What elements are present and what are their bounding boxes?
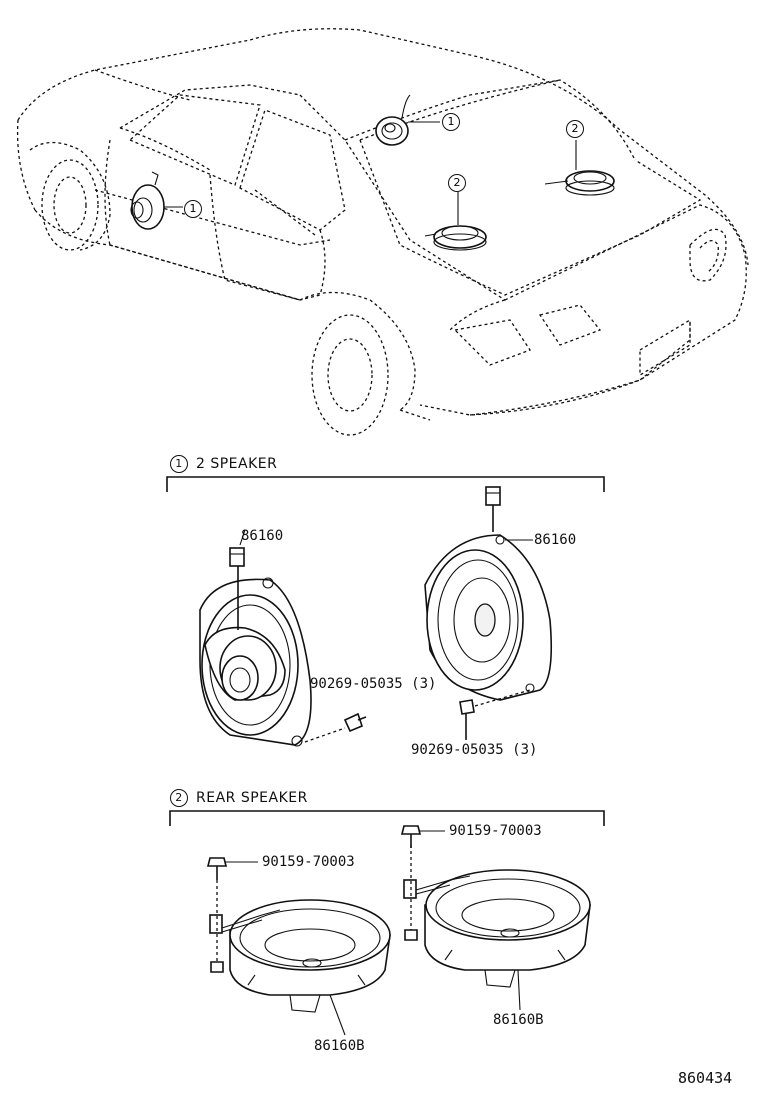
part-label-front-left-speaker: 86160 (241, 528, 284, 544)
section-1-title: 1 2 SPEAKER (170, 455, 277, 473)
car-illustration (16, 28, 749, 436)
part-label-front-right-screw: 90269-05035 (3) (411, 742, 538, 758)
part-label-rear-right-speaker: 86160B (493, 1012, 544, 1028)
car-marker-rear-right: 2 (566, 120, 584, 138)
part-label-front-right-speaker: 86160 (534, 532, 577, 548)
car-front-speaker (130, 171, 183, 230)
section-2-bracket (169, 810, 605, 826)
front-speaker-right-drawing (424, 486, 553, 701)
part-label-rear-left-clip: 90159-70003 (262, 854, 355, 870)
rear-speaker-right-drawing (400, 825, 591, 1011)
part-label-rear-left-speaker: 86160B (314, 1038, 365, 1054)
car-tray-front-speaker (375, 94, 440, 146)
front-right-screw-drawing (459, 689, 531, 740)
section-2-marker: 2 (170, 789, 188, 807)
front-speaker-left-drawing (199, 547, 312, 747)
section-1-label: 2 SPEAKER (196, 456, 278, 472)
car-marker-front-door: 1 (184, 200, 202, 218)
part-label-front-left-screw: 90269-05035 (3) (310, 676, 437, 692)
front-left-screw-drawing (304, 712, 367, 743)
section-1-bracket (166, 476, 605, 492)
car-marker-rear-left: 2 (448, 174, 466, 192)
car-rear-speaker-right (544, 140, 615, 196)
section-1-marker: 1 (170, 455, 188, 473)
car-marker-tray-front: 1 (442, 113, 460, 131)
car-rear-speaker-left (424, 192, 487, 251)
part-label-rear-right-clip: 90159-70003 (449, 823, 542, 839)
rear-speaker-left-drawing (206, 857, 391, 1036)
illustration-number: 860434 (678, 1069, 733, 1087)
section-2-label: REAR SPEAKER (196, 790, 308, 806)
section-2-title: 2 REAR SPEAKER (170, 789, 308, 807)
